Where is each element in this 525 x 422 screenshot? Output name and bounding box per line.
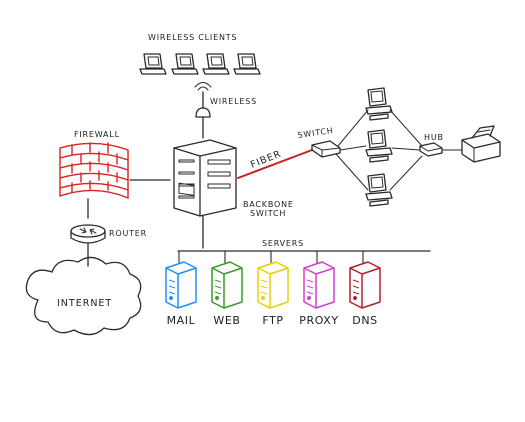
backbone-switch-icon (173, 139, 237, 217)
backbone-label-line2: SWITCH (250, 209, 286, 218)
server-mail-icon (165, 261, 197, 309)
printer-icon (461, 125, 501, 163)
router-icon (70, 224, 106, 244)
server-web-label: WEB (213, 314, 240, 327)
hub-icon (419, 142, 443, 157)
switch-icon (311, 140, 341, 158)
switch-label: SWITCH (297, 126, 334, 140)
wireless-clients-label: WIRELESS CLIENTS (148, 33, 237, 42)
workstation-2-icon (365, 129, 393, 163)
wireless-client-laptop-4 (233, 53, 261, 75)
hub-label: HUB (424, 133, 444, 142)
servers-group: MAIL WEB FTP PROXY DNS (165, 251, 381, 327)
server-ftp-label: FTP (262, 314, 283, 327)
workstation-3-icon (365, 173, 393, 207)
server-dns-icon (349, 261, 381, 309)
server-proxy-label: PROXY (299, 314, 339, 327)
server-mail-label: MAIL (167, 314, 196, 327)
workstation-1-icon (365, 87, 393, 121)
server-dns: DNS (349, 251, 381, 327)
backbone-label-line1: BACKBONE (243, 200, 294, 209)
server-ftp-icon (257, 261, 289, 309)
switch-links (335, 109, 423, 191)
router-label: ROUTER (109, 229, 147, 238)
server-proxy-icon (303, 261, 335, 309)
wireless-client-laptop-1 (139, 53, 167, 75)
wireless-client-laptop-2 (171, 53, 199, 75)
wireless-client-laptop-3 (202, 53, 230, 75)
server-mail: MAIL (165, 251, 197, 327)
servers-label: SERVERS (262, 239, 304, 248)
firewall-label: FIREWALL (74, 130, 120, 139)
server-web: WEB (211, 251, 243, 327)
server-proxy: PROXY (299, 251, 339, 327)
internet-label: INTERNET (57, 298, 112, 309)
wireless-access-point-icon (194, 82, 212, 139)
server-dns-label: DNS (352, 314, 377, 327)
internet-cloud-icon (25, 256, 142, 336)
wireless-label: WIRELESS (210, 97, 257, 106)
firewall-icon (59, 142, 129, 200)
server-web-icon (211, 261, 243, 309)
server-ftp: FTP (257, 251, 289, 327)
fiber-link (237, 149, 313, 179)
